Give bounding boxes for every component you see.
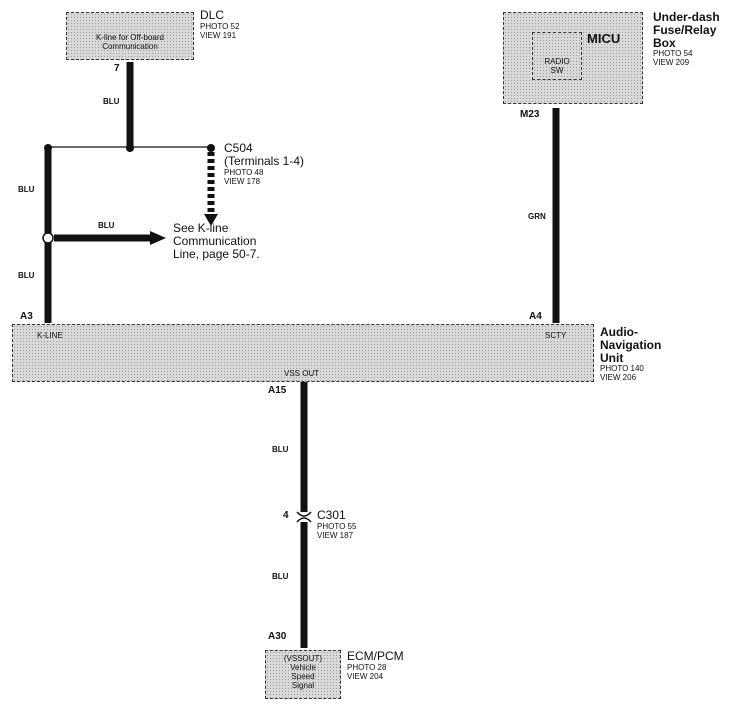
- ecm-inner-line2: Vehicle: [290, 663, 316, 672]
- ecm-photo: PHOTO 28: [347, 663, 387, 672]
- ecm-view: VIEW 204: [347, 672, 384, 681]
- wire-label-c301-a30: BLU: [272, 572, 289, 581]
- splice-open-circle: [42, 232, 54, 244]
- wire-label-a15-c301: BLU: [272, 445, 289, 454]
- dlc-photo: PHOTO 52: [200, 22, 240, 31]
- dlc-inner-line1: K-line for Off-board: [96, 33, 164, 42]
- micu-module: MICU: [587, 31, 621, 46]
- dlc-name: DLC: [200, 8, 225, 22]
- ecm-inner-line3: Speed: [291, 672, 315, 681]
- c504-name: C504: [224, 141, 253, 155]
- c301-connector-bottom: [296, 517, 312, 523]
- ecm-inner-line1: (VSSOUT): [283, 654, 323, 663]
- micu-view: VIEW 209: [653, 58, 690, 67]
- c504-terminals: (Terminals 1-4): [224, 154, 305, 168]
- dlc-view: VIEW 191: [200, 31, 237, 40]
- ecm-name: ECM/PCM: [347, 649, 404, 663]
- ecm-box: [265, 650, 341, 699]
- radio-sw-line2: SW: [550, 66, 564, 75]
- unit-name-line3: Unit: [600, 351, 624, 365]
- micu-name-line1: Under-dash: [653, 10, 720, 24]
- dlc-inner-line2: Communication: [102, 42, 158, 51]
- wire-label-left-lower: BLU: [18, 271, 35, 280]
- c504-dot: [207, 144, 215, 152]
- audio-nav-unit-box: [12, 324, 594, 382]
- unit-term-kline: K-LINE: [37, 331, 63, 340]
- unit-pin-a15: A15: [268, 385, 287, 396]
- micu-name-line2: Fuse/Relay: [653, 23, 717, 37]
- wire-label-left-upper: BLU: [18, 185, 35, 194]
- dlc-box: [66, 12, 194, 60]
- see-ref-line2: Communication: [173, 234, 257, 248]
- c301-photo: PHOTO 55: [317, 522, 357, 531]
- c301-view: VIEW 187: [317, 531, 354, 540]
- unit-term-vss: VSS OUT: [284, 369, 320, 378]
- c504-view: VIEW 178: [224, 177, 261, 186]
- micu-outer-box: [503, 12, 643, 104]
- see-ref-line3: Line, page 50-7.: [173, 247, 260, 261]
- c301-name: C301: [317, 508, 346, 522]
- unit-pin-a3: A3: [20, 311, 33, 322]
- wire-label-arrow: BLU: [98, 221, 115, 230]
- unit-term-scty: SCTY: [545, 331, 567, 340]
- splice-dot-center: [126, 144, 134, 152]
- micu-pin: M23: [520, 109, 540, 120]
- micu-name-line3: Box: [653, 36, 676, 50]
- dlc-pin: 7: [114, 63, 120, 74]
- ecm-inner-line4: Signal: [291, 681, 315, 690]
- unit-name-line1: Audio-: [600, 325, 638, 339]
- unit-view: VIEW 206: [600, 373, 637, 382]
- c504-arrow: [204, 214, 218, 226]
- radio-sw-box: [532, 32, 582, 80]
- wire-label-micu: GRN: [528, 212, 546, 221]
- radio-sw-line1: RADIO: [544, 57, 570, 66]
- unit-pin-a4: A4: [529, 311, 542, 322]
- c301-pin: 4: [283, 510, 289, 521]
- see-ref-line1: See K-line: [173, 221, 229, 235]
- wire-label-dlc: BLU: [103, 97, 120, 106]
- c301-connector-top: [296, 511, 312, 517]
- ecm-pin: A30: [268, 631, 287, 642]
- micu-photo: PHOTO 54: [653, 49, 693, 58]
- unit-name-line2: Navigation: [600, 338, 662, 352]
- see-ref-arrow: [150, 231, 166, 245]
- unit-photo: PHOTO 140: [600, 364, 644, 373]
- c504-photo: PHOTO 48: [224, 168, 264, 177]
